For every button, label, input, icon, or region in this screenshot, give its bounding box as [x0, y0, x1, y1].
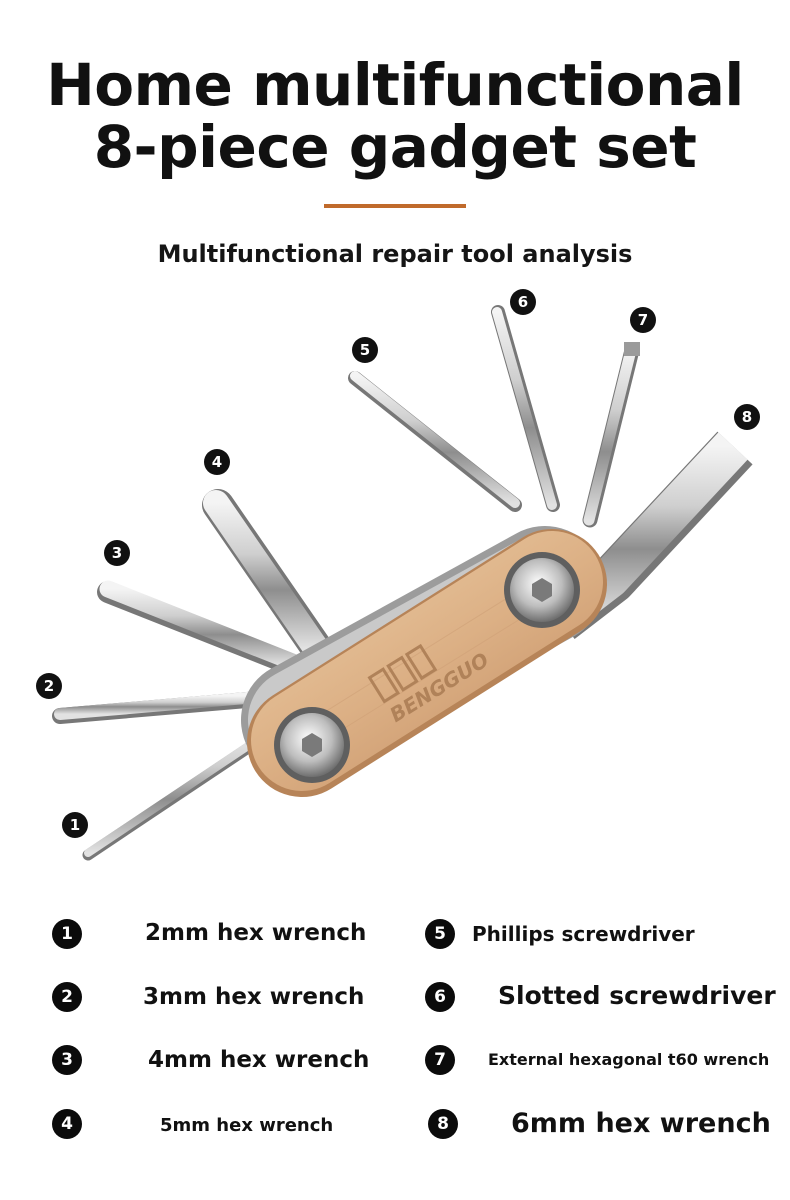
marker-4: 4 [204, 449, 230, 475]
legend-number-5: 5 [425, 919, 455, 949]
legend-number-4: 4 [52, 1109, 82, 1139]
bolt-bottom [274, 707, 350, 783]
multitool-illustration: BENGGUO [52, 305, 753, 861]
marker-3: 3 [104, 540, 130, 566]
legend-number-6: 6 [425, 982, 455, 1012]
legend-label-5: Phillips screwdriver [472, 922, 695, 946]
legend-number-8: 8 [428, 1109, 458, 1139]
marker-5: 5 [352, 337, 378, 363]
legend-label-2: 3mm hex wrench [143, 984, 365, 1010]
legend-number-1: 1 [52, 919, 82, 949]
marker-8: 8 [734, 404, 760, 430]
legend-label-8: 6mm hex wrench [511, 1108, 771, 1139]
legend-number-3: 3 [52, 1045, 82, 1075]
tool-phillips-screwdriver [348, 371, 522, 512]
tool-torx-t60-wrench [582, 342, 640, 528]
tool-4mm-hex-wrench [97, 580, 311, 679]
title-line-2: 8-piece gadget set [93, 113, 697, 181]
legend-label-4: 5mm hex wrench [160, 1115, 334, 1136]
tool-slotted-screwdriver [491, 305, 560, 512]
tool-5mm-hex-wrench [202, 489, 334, 666]
marker-1: 1 [62, 812, 88, 838]
tool-3mm-hex-wrench [52, 690, 278, 724]
legend-label-7: External hexagonal t60 wrench [488, 1050, 770, 1069]
legend-label-6: Slotted screwdriver [498, 981, 776, 1010]
legend-label-3: 4mm hex wrench [148, 1047, 370, 1073]
accent-divider [324, 204, 466, 208]
marker-2: 2 [36, 673, 62, 699]
marker-6: 6 [510, 289, 536, 315]
legend-label-1: 2mm hex wrench [145, 920, 367, 946]
marker-7: 7 [630, 307, 656, 333]
title-line-1: Home multifunctional [46, 51, 744, 119]
bolt-top [504, 552, 580, 628]
legend-number-2: 2 [52, 982, 82, 1012]
subtitle: Multifunctional repair tool analysis [157, 240, 633, 268]
legend-number-7: 7 [425, 1045, 455, 1075]
